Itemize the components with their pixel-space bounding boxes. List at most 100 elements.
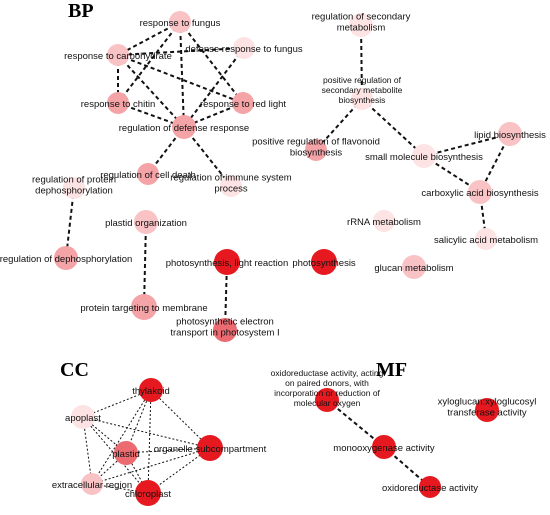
node-glucan[interactable] — [402, 255, 426, 279]
node-xyloglucan[interactable] — [475, 398, 499, 422]
node-cell-death[interactable] — [137, 163, 159, 185]
node-label-line: photosynthesis — [292, 258, 356, 269]
node-chitin[interactable] — [107, 92, 129, 114]
node-label: rRNA metabolism — [347, 217, 421, 228]
edge — [82, 389, 152, 418]
node-label-line: regulation of protein — [32, 175, 116, 186]
node-label-line: response to chitin — [81, 99, 155, 110]
nodes-layer — [54, 11, 522, 506]
edge — [91, 447, 211, 485]
edge — [183, 126, 232, 187]
node-defense-fungus[interactable] — [233, 37, 255, 59]
node-label: lipid biosynthesis — [474, 130, 546, 141]
node-apoplast[interactable] — [71, 405, 95, 429]
node-rrna[interactable] — [373, 210, 395, 232]
node-label-line: monooxygenase activity — [333, 443, 435, 454]
node-label-line: on paired donors, with — [285, 378, 369, 388]
node-label-line: thylakoid — [132, 386, 170, 397]
edge — [315, 98, 363, 151]
node-label-line: photosynthetic electron — [176, 317, 274, 328]
edge — [360, 24, 363, 100]
node-label-line: regulation of defense response — [119, 123, 249, 134]
node-label-line: transport in photosystem I — [170, 328, 279, 339]
node-photo-light[interactable] — [214, 249, 240, 275]
node-label: apoplast — [65, 413, 101, 424]
node-label-line: organelle subcompartment — [154, 444, 267, 455]
node-label-line: salicylic acid metabolism — [434, 235, 538, 246]
node-label: organelle subcompartment — [154, 444, 267, 455]
node-label-line: extracellular region — [52, 480, 132, 491]
edge — [117, 21, 181, 104]
node-carbohydrate[interactable] — [107, 44, 129, 66]
edge — [423, 133, 511, 157]
node-plastid[interactable] — [114, 441, 138, 465]
edge — [117, 21, 181, 56]
edge — [179, 21, 185, 128]
section-label-bp: BP — [68, 0, 94, 22]
node-label: photosynthesis, light reaction — [166, 258, 289, 269]
node-label-line: regulation of cell death — [100, 170, 196, 181]
node-label-line: small molecule biosynthesis — [365, 152, 483, 163]
node-prot-target[interactable] — [131, 294, 157, 320]
node-chloroplast[interactable] — [135, 480, 161, 506]
node-salicylic[interactable] — [475, 228, 497, 250]
node-label-line: positive regulation of — [323, 75, 402, 85]
node-prot-dephos[interactable] — [63, 177, 85, 199]
node-sec-met[interactable] — [349, 13, 373, 37]
node-label: plastid — [112, 449, 139, 460]
node-defense-reg[interactable] — [172, 115, 196, 139]
edge — [82, 416, 93, 485]
node-extracellular[interactable] — [81, 473, 103, 495]
node-thylakoid[interactable] — [139, 378, 163, 402]
edge — [147, 389, 152, 494]
node-pos-sec[interactable] — [351, 88, 373, 110]
node-label: response to fungus — [140, 18, 221, 29]
node-dephos[interactable] — [54, 246, 78, 270]
node-organelle[interactable] — [197, 435, 223, 461]
node-plastid-org[interactable] — [134, 210, 158, 234]
node-label: oxidoreductase activity — [382, 483, 478, 494]
node-red-light[interactable] — [232, 92, 254, 114]
node-label-line: rRNA metabolism — [347, 217, 421, 228]
edge — [361, 98, 425, 157]
node-label-line: metabolism — [337, 23, 386, 34]
node-label-line: plastid organization — [105, 218, 187, 229]
node-label: monooxygenase activity — [333, 443, 435, 454]
edge — [117, 54, 244, 104]
node-small-mol[interactable] — [412, 144, 436, 168]
node-monooxygenase[interactable] — [372, 435, 396, 459]
node-fungus[interactable] — [169, 11, 191, 33]
node-label: protein targeting to membrane — [80, 303, 207, 314]
edge — [91, 389, 152, 485]
node-label-line: xyloglucan:xyloglucosyl — [438, 397, 537, 408]
node-electron[interactable] — [213, 318, 237, 342]
node-label: salicylic acid metabolism — [434, 235, 538, 246]
node-carboxylic[interactable] — [468, 180, 492, 204]
node-label: glucan metabolism — [374, 263, 453, 274]
node-flavonoid[interactable] — [305, 139, 327, 161]
node-immune[interactable] — [220, 175, 242, 197]
node-label-line: regulation of immune system — [170, 173, 292, 184]
edge — [82, 416, 211, 449]
node-oxido[interactable] — [419, 476, 441, 498]
node-photosynthesis[interactable] — [311, 249, 337, 275]
edge — [117, 47, 245, 56]
node-label-line: response to red light — [200, 99, 286, 110]
node-oxido-acting[interactable] — [315, 388, 339, 412]
edge — [150, 389, 211, 449]
node-label-line: apoplast — [65, 413, 101, 424]
node-label: carboxylic acid biosynthesis — [421, 188, 538, 199]
node-label-line: carboxylic acid biosynthesis — [421, 188, 538, 199]
edge — [143, 221, 147, 308]
node-label-line: secondary metabolite — [322, 85, 403, 95]
edge — [183, 47, 245, 128]
node-lipid[interactable] — [498, 122, 522, 146]
node-label: photosynthesis — [292, 258, 356, 269]
node-label-line: biosynthesis — [339, 95, 386, 105]
node-label: response to chitin — [81, 99, 155, 110]
